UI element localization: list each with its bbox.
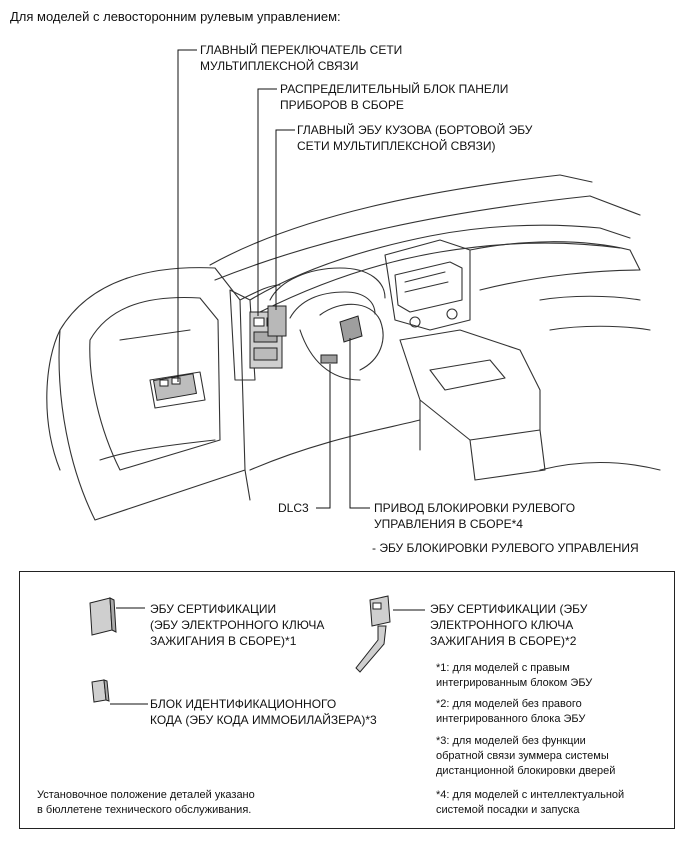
legend-cert-ecu1-line2: (ЭБУ ЭЛЕКТРОННОГО КЛЮЧА <box>150 618 325 632</box>
legend-cert-ecu1-line3: ЗАЖИГАНИЯ В СБОРЕ)*1 <box>150 634 297 648</box>
note1-line2: интегрированным блоком ЭБУ <box>436 677 593 689</box>
note2-line2: интегрированного блока ЭБУ <box>436 713 586 725</box>
callout-body-ecu-line1: ГЛАВНЫЙ ЭБУ КУЗОВА (БОРТОВОЙ ЭБУ <box>297 123 533 137</box>
note3-line3: дистанционной блокировки дверей <box>436 765 616 777</box>
callout-main-switch-line1: ГЛАВНЫЙ ПЕРЕКЛЮЧАТЕЛЬ СЕТИ <box>200 43 403 57</box>
callout-steering-lock-line2: УПРАВЛЕНИЯ В СБОРЕ*4 <box>374 517 523 531</box>
legend-immobilizer-line1: БЛОК ИДЕНТИФИКАЦИОННОГО <box>150 697 337 711</box>
legend-immobilizer-line2: КОДА (ЭБУ КОДА ИММОБИЛАЙЗЕРА)*3 <box>150 713 377 727</box>
legend-box <box>19 571 675 829</box>
legend-cert-ecu2-line3: ЗАЖИГАНИЯ В СБОРЕ)*2 <box>430 634 577 648</box>
install-note-line1: Установочное положение деталей указано <box>37 789 255 801</box>
legend-cert-ecu2-line2: ЭЛЕКТРОННОГО КЛЮЧА <box>430 618 574 632</box>
note1-line1: *1: для моделей с правым <box>436 662 570 674</box>
callout-main-switch-line2: МУЛЬТИПЛЕКСНОЙ СВЯЗИ <box>200 59 359 73</box>
install-note-line2: в бюллетене технического обслуживания. <box>37 804 252 816</box>
callout-steering-lock-ecu: - ЭБУ БЛОКИРОВКИ РУЛЕВОГО УПРАВЛЕНИЯ <box>372 541 639 555</box>
callout-junction-block-line1: РАСПРЕДЕЛИТЕЛЬНЫЙ БЛОК ПАНЕЛИ <box>280 82 509 96</box>
page-header: Для моделей с левосторонним рулевым упра… <box>10 9 341 24</box>
callout-dlc3: DLC3 <box>278 501 309 515</box>
note4-line1: *4: для моделей с интеллектуальной <box>436 789 625 801</box>
legend-cert-ecu2-line1: ЭБУ СЕРТИФИКАЦИИ (ЭБУ <box>430 602 588 616</box>
note4-line2: системой посадки и запуска <box>436 804 580 816</box>
callout-steering-lock-line1: ПРИВОД БЛОКИРОВКИ РУЛЕВОГО <box>374 501 576 515</box>
note3-line2: обратной связи зуммера системы <box>436 750 609 762</box>
note2-line1: *2: для моделей без правого <box>436 698 582 710</box>
note3-line1: *3: для моделей без функции <box>436 735 586 747</box>
legend-cert-ecu1-line1: ЭБУ СЕРТИФИКАЦИИ <box>150 602 277 616</box>
callout-body-ecu-line2: СЕТИ МУЛЬТИПЛЕКСНОЙ СВЯЗИ) <box>297 139 496 153</box>
callout-junction-block-line2: ПРИБОРОВ В СБОРЕ <box>280 98 404 112</box>
